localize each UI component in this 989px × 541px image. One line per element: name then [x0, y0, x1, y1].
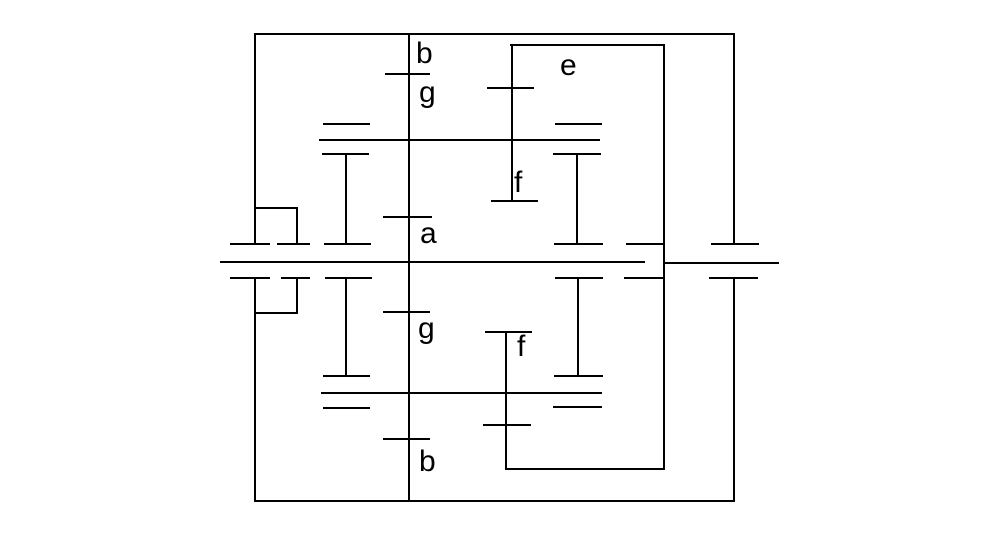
gear-stem-bottom-left: [345, 277, 347, 377]
gear-hub-bar-top-left: [324, 243, 371, 245]
outer-frame-right-lower: [733, 277, 735, 502]
inner-frame-bottom: [505, 468, 665, 470]
gear-stem-bottom-right: [577, 277, 579, 377]
gear-a-tick: [383, 216, 432, 218]
label-e: e: [560, 49, 577, 82]
gear-hub-bar-bottom-left: [325, 277, 372, 279]
gear-f-bar-bottom: [485, 331, 532, 333]
clutch-leg-bottom: [296, 277, 298, 314]
gear-g-tick-bottom: [383, 311, 430, 313]
gear-stem-top-right: [576, 153, 578, 245]
outer-frame-right-upper: [733, 33, 735, 245]
mesh-line-bottom-right: [553, 406, 602, 408]
center-shaft-line: [408, 33, 410, 502]
gear-b-tick-top: [385, 73, 430, 75]
label-g-top: g: [419, 76, 436, 109]
label-f-bottom: f: [517, 330, 526, 363]
label-g-bottom: g: [418, 312, 435, 345]
outer-frame-left-upper: [254, 33, 256, 245]
inner-frame-left-upper: [511, 44, 513, 202]
carrier-line-top: [319, 139, 600, 141]
clutch-bracket-top: [254, 207, 298, 209]
label-b-top: b: [416, 37, 433, 70]
clutch-leg-top: [296, 207, 298, 245]
inner-frame-top: [510, 44, 665, 46]
gear-hub-bar-bottom-right: [555, 277, 603, 279]
label-b-bottom: b: [419, 445, 436, 478]
outer-frame-bottom: [254, 500, 735, 502]
gear-e-tick-bottom: [483, 424, 531, 426]
gear-hub-bar-top-right: [554, 243, 603, 245]
clutch-bar-top-outer: [230, 243, 270, 245]
label-f-top: f: [514, 166, 523, 199]
gear-b-tick-bottom: [383, 438, 430, 440]
coupling-bar-bottom-inner-frame: [624, 277, 665, 279]
label-a: a: [420, 217, 437, 250]
inner-frame-left-lower: [505, 331, 507, 470]
clutch-bracket-bottom: [254, 312, 298, 314]
gear-stem-top-left: [345, 153, 347, 245]
carrier-line-bottom: [321, 392, 602, 394]
mesh-line-top-right: [555, 123, 602, 125]
inner-frame-right: [663, 44, 665, 470]
main-axis-right: [664, 262, 779, 264]
gear-f-tick-top: [491, 200, 538, 202]
main-axis-left: [220, 261, 645, 263]
gear-e-tick-top: [487, 87, 534, 89]
clutch-bar-bottom-outer: [230, 277, 270, 279]
clutch-bar-bottom-inner: [281, 277, 310, 279]
coupling-bar-top-inner-frame: [626, 243, 665, 245]
mesh-line-top-left: [323, 123, 370, 125]
outer-frame-top: [254, 33, 735, 35]
clutch-bar-top-inner: [277, 243, 310, 245]
support-bar-top-right: [711, 243, 759, 245]
outer-frame-left-lower: [254, 277, 256, 502]
mesh-line-bottom-left: [323, 407, 370, 409]
